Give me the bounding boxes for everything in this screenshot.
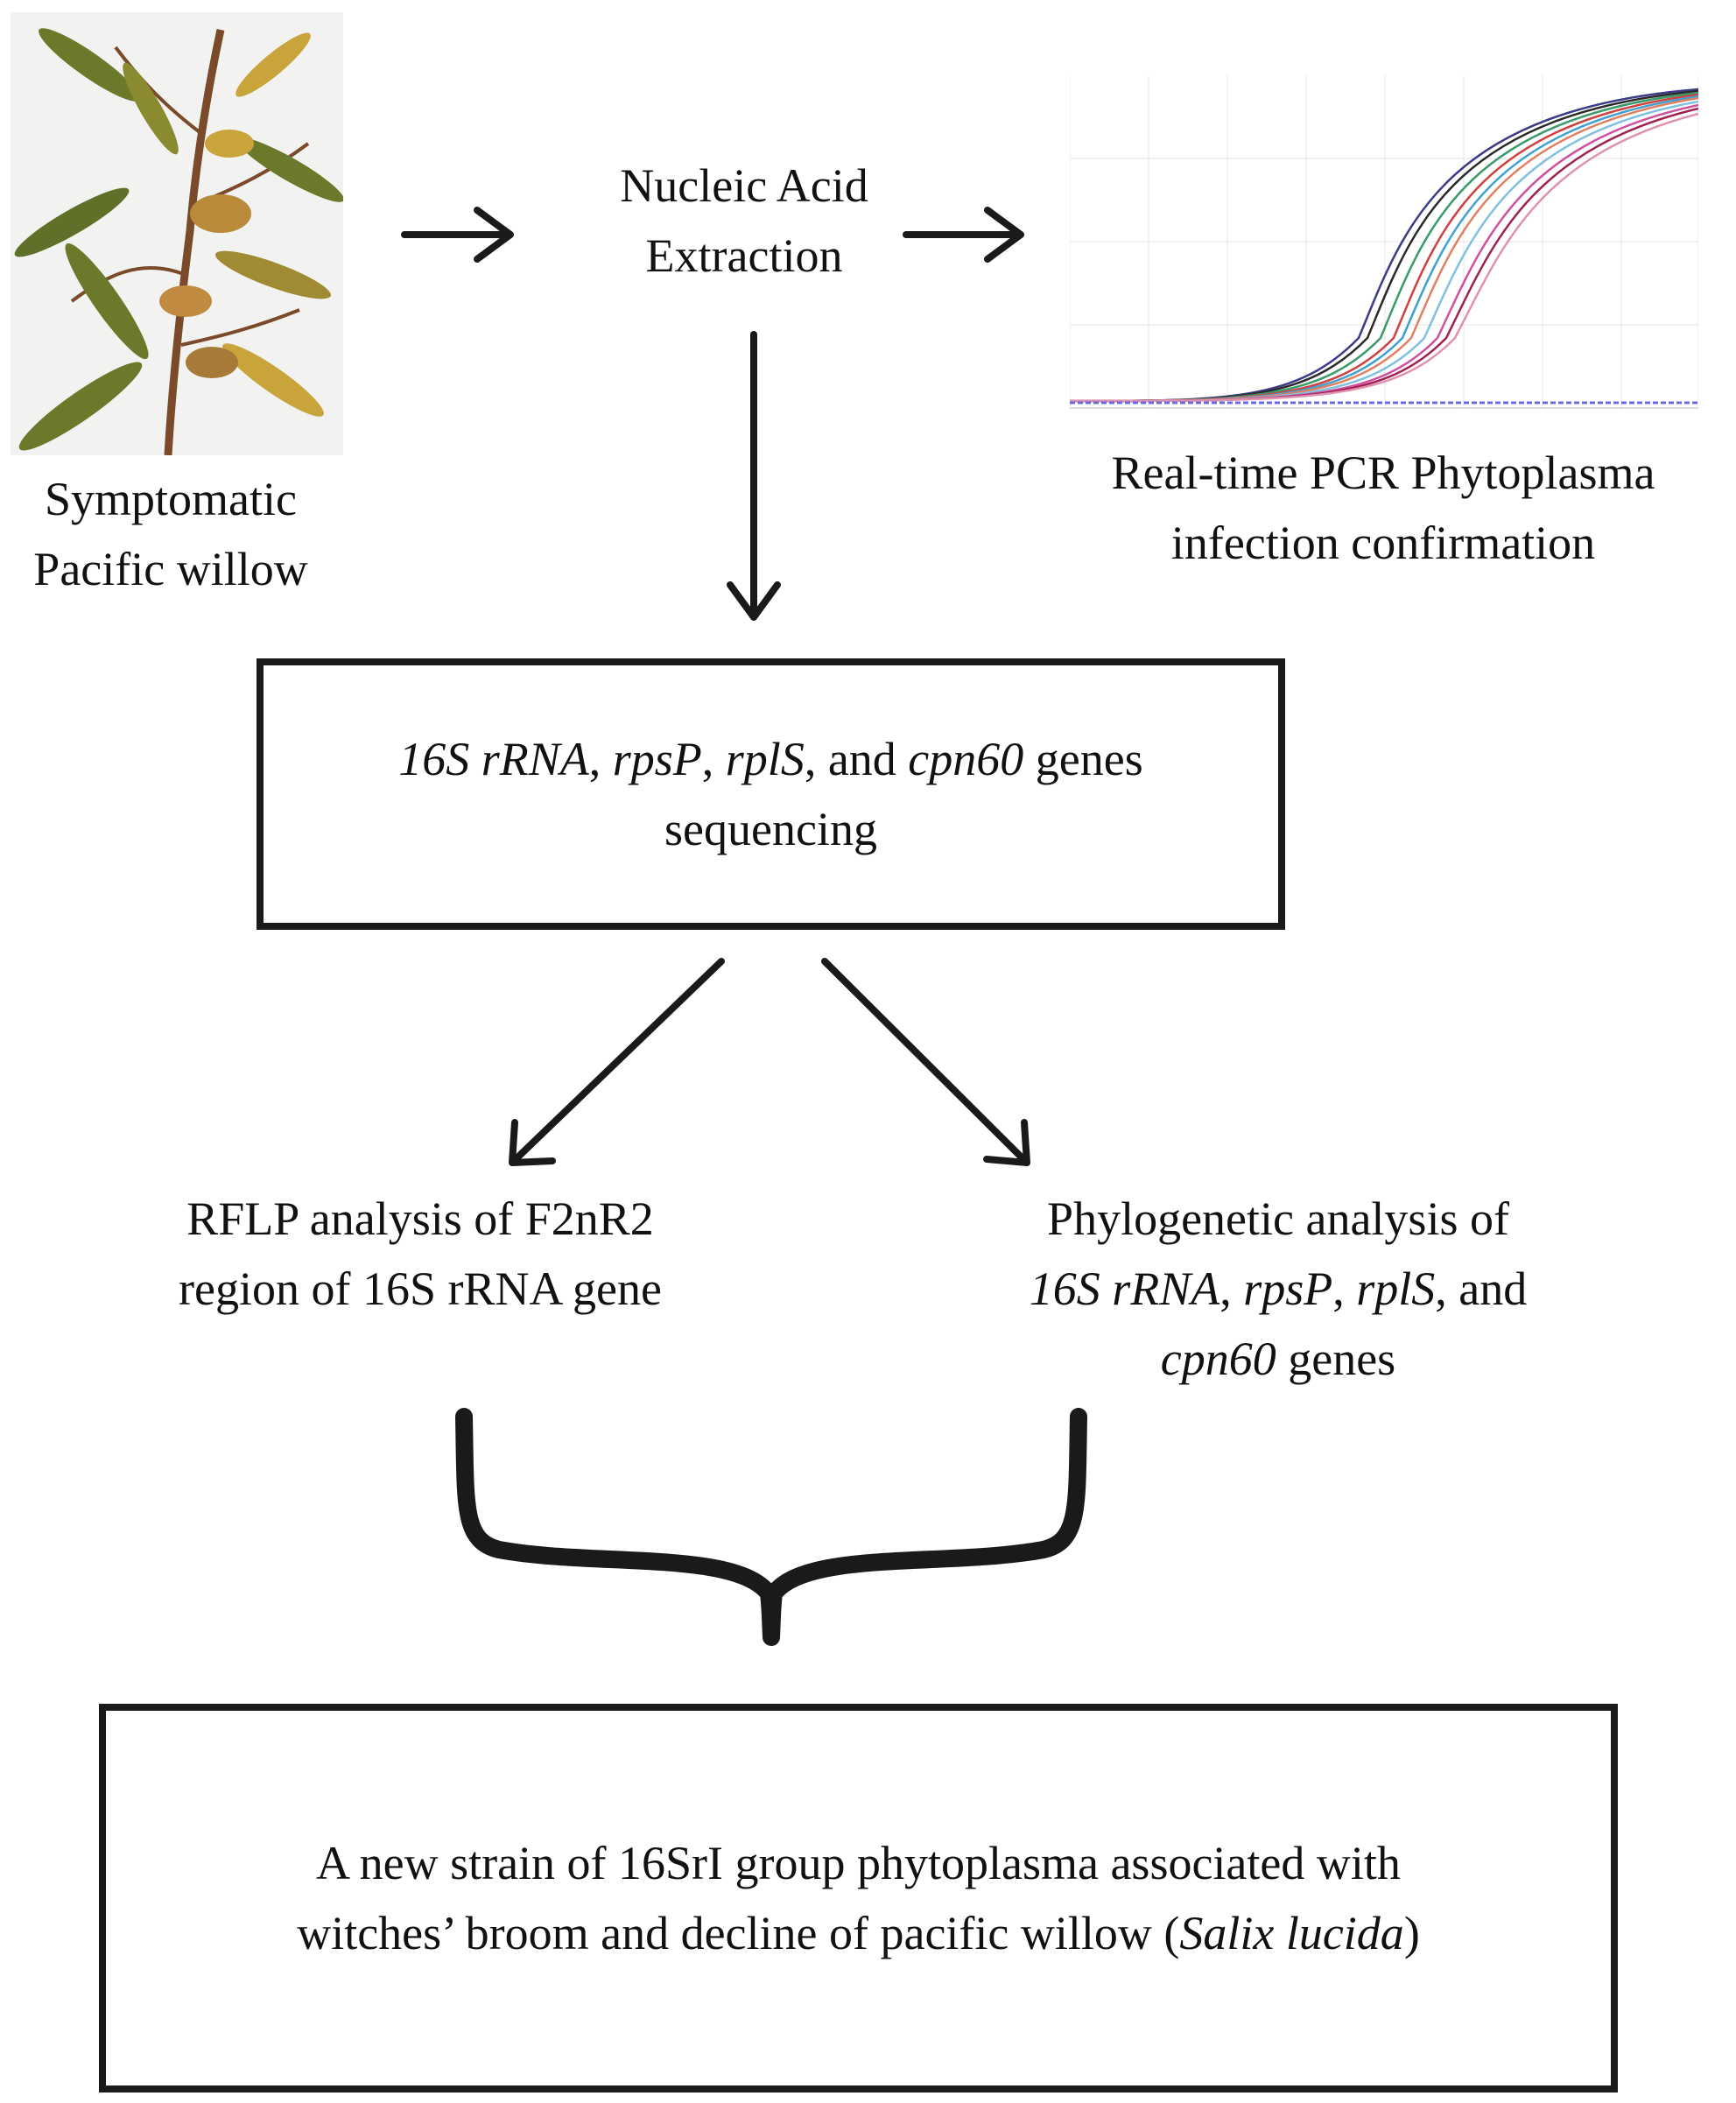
sequencing-line1: 16S rRNA, rpsP, rplS, and cpn60 genes: [398, 724, 1142, 794]
sequencing-box: 16S rRNA, rpsP, rplS, and cpn60 genes se…: [257, 658, 1285, 930]
gene-rpsp: rpsP: [1243, 1263, 1333, 1315]
separator: , and: [1435, 1263, 1528, 1315]
extraction-label: Nucleic Acid Extraction: [543, 151, 945, 291]
plant-caption-line1: Symptomatic: [45, 473, 297, 525]
species-name: Salix lucida: [1179, 1907, 1404, 1959]
plant-caption-line2: Pacific willow: [33, 543, 308, 595]
separator: ,: [588, 733, 613, 785]
result-box: A new strain of 16SrI group phytoplasma …: [99, 1704, 1618, 2092]
separator: ,: [1219, 1263, 1244, 1315]
phylo-label: Phylogenetic analysis of 16S rRNA, rpsP,…: [910, 1184, 1646, 1394]
gene-rpsp: rpsP: [612, 733, 702, 785]
arrow-plant-to-extraction: [401, 207, 514, 263]
gene-cpn60: cpn60: [1160, 1333, 1276, 1385]
closing-paren: ): [1403, 1907, 1420, 1959]
result-line1: A new strain of 16SrI group phytoplasma …: [316, 1837, 1401, 1889]
arrow-extraction-to-sequencing: [727, 331, 781, 621]
rflp-line2: region of 16S rRNA gene: [179, 1263, 662, 1315]
phylo-line1: Phylogenetic analysis of: [1047, 1192, 1509, 1245]
curly-brace: [455, 1408, 1087, 1646]
extraction-line1: Nucleic Acid: [620, 159, 868, 212]
arrow-extraction-to-pcr: [903, 207, 1024, 263]
qpcr-grid: [1070, 75, 1698, 408]
willow-photo: [11, 12, 343, 455]
separator: , and: [804, 733, 909, 785]
arrow-sequencing-to-rflp: [509, 958, 725, 1166]
genes-word: genes: [1023, 733, 1143, 785]
genes-word: genes: [1276, 1333, 1396, 1385]
phylo-line3: cpn60 genes: [910, 1324, 1646, 1394]
extraction-line2: Extraction: [645, 229, 843, 282]
pcr-caption-line2: infection confirmation: [1170, 517, 1596, 569]
qpcr-amplification-plot: [1070, 75, 1698, 409]
gene-cpn60: cpn60: [908, 733, 1024, 785]
qpcr-curves: [1070, 88, 1698, 403]
pcr-caption-line1: Real-time PCR Phytoplasma: [1111, 447, 1655, 499]
result-line2-text: witches’ broom and decline of pacific wi…: [297, 1907, 1180, 1959]
gene-rpls: rplS: [1356, 1263, 1436, 1315]
plant-caption: Symptomatic Pacific willow: [0, 464, 341, 604]
gene-16s-rrna: 16S rRNA: [398, 733, 589, 785]
gene-rpls: rplS: [725, 733, 805, 785]
phylo-line2: 16S rRNA, rpsP, rplS, and: [910, 1254, 1646, 1324]
result-line2: witches’ broom and decline of pacific wi…: [297, 1898, 1420, 1968]
rflp-line1: RFLP analysis of F2nR2: [186, 1192, 654, 1245]
arrow-sequencing-to-phylo: [821, 958, 1030, 1166]
separator: ,: [1332, 1263, 1357, 1315]
pcr-caption: Real-time PCR Phytoplasma infection conf…: [1033, 438, 1733, 578]
separator: ,: [701, 733, 726, 785]
sequencing-line2: sequencing: [664, 803, 877, 855]
rflp-label: RFLP analysis of F2nR2 region of 16S rRN…: [70, 1184, 770, 1324]
willow-leaves: [14, 28, 343, 451]
gene-16s-rrna: 16S rRNA: [1029, 1263, 1220, 1315]
